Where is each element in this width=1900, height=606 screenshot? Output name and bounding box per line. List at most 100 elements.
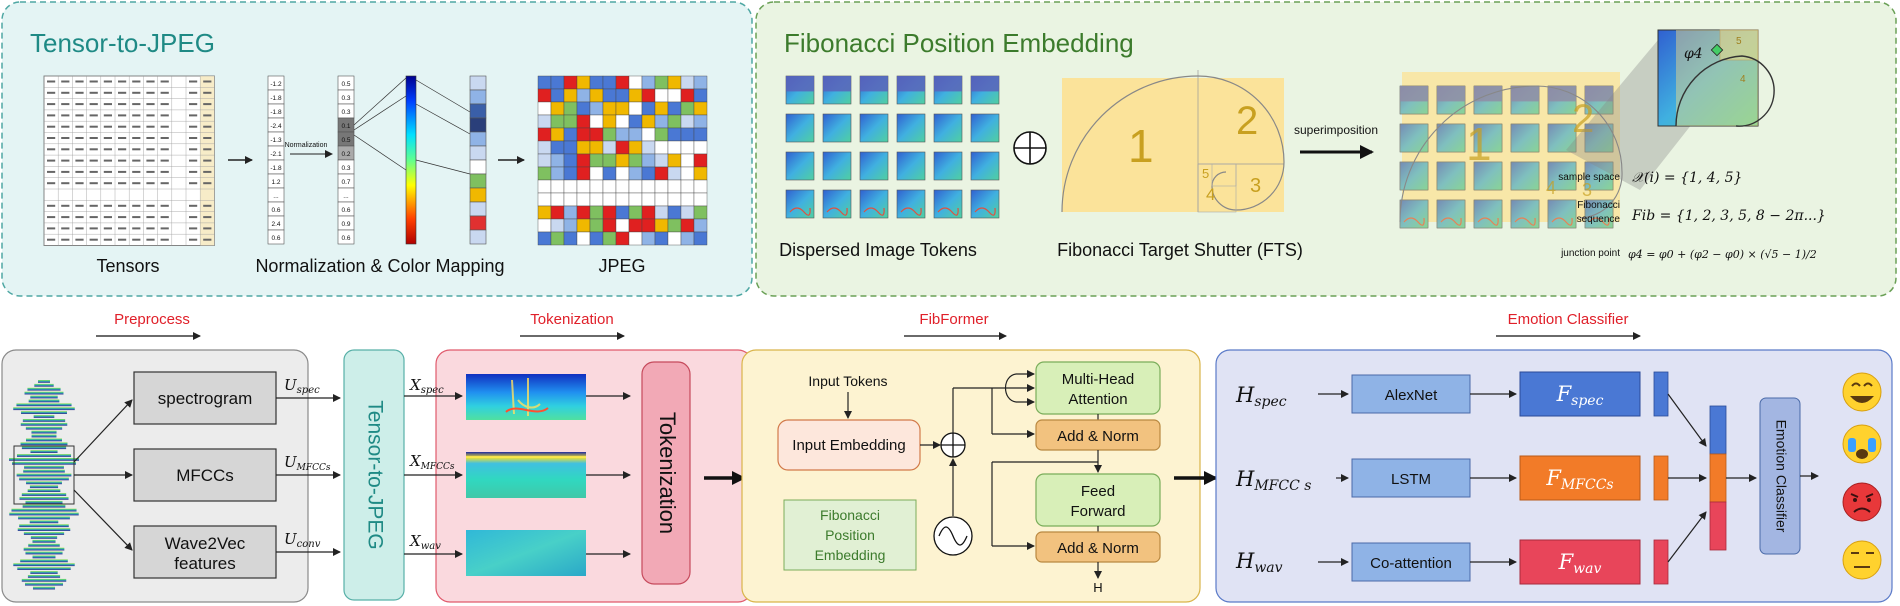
jpeg-cell (602, 179, 617, 194)
jpeg-cell (667, 166, 682, 181)
mapping-line (415, 79, 471, 113)
f-mfcc-label: FMFCCs (1545, 466, 1613, 493)
waveform-bar (11, 508, 77, 512)
tensor-cell-mark (47, 159, 56, 162)
tensor-cell-mark (203, 216, 212, 219)
jpeg-cell (602, 127, 617, 142)
tensor-cell-mark (103, 182, 112, 185)
superimposed-token-tile-tint (1585, 200, 1613, 228)
tokenization-box-label: Tokenization (655, 412, 680, 534)
tensor-cell-mark (103, 227, 112, 230)
superimposed-token-tile (1584, 123, 1614, 153)
waveform-bar (13, 407, 75, 411)
superimposed-token-tile (1473, 161, 1503, 191)
tensor-cell-mark (61, 170, 70, 173)
tensor-cell-mark (132, 148, 141, 151)
jpeg-cell (576, 140, 591, 155)
tensor-cell-mark (118, 182, 127, 185)
tensor-cell-mark (146, 114, 155, 117)
jpeg-cell (693, 75, 708, 90)
section-headers: Preprocess Tokenization FibFormer Emotio… (96, 311, 1641, 340)
waveform-bar (21, 411, 67, 414)
jpeg-cell (654, 179, 669, 194)
tensor-cell-mark (160, 204, 169, 207)
jpeg-cell (641, 218, 656, 233)
waveform-bar (29, 520, 59, 524)
tensor-cell-mark (189, 148, 198, 151)
mapped-color-cell (469, 201, 487, 217)
jpeg-cell (576, 218, 591, 233)
waveform-bar (30, 536, 58, 539)
jpeg-cell (654, 140, 669, 155)
jpeg-cell (563, 140, 578, 155)
waveform-bar (23, 469, 65, 473)
jpeg-cell (628, 218, 643, 233)
norm-cell-text: -1.3 (270, 137, 282, 144)
jpeg-cell (680, 205, 695, 220)
superimposed-token-tile-tint (1400, 124, 1428, 152)
norm-cell-text: 0.6 (271, 207, 280, 214)
jpeg-cell (654, 205, 669, 220)
waveform-bar (32, 555, 56, 559)
tensor-cell-mark (160, 159, 169, 162)
tensor-cell-mark (89, 137, 98, 139)
jpeg-cell (563, 166, 578, 181)
tensor-cell-mark (146, 137, 155, 139)
mha-label-1: Multi-Head (1062, 371, 1135, 388)
waveform-bar (30, 395, 58, 399)
jpeg-cell (680, 114, 695, 129)
jpeg-cell (563, 205, 578, 220)
tensor-cell-mark (47, 204, 56, 207)
tensor-cell-mark (89, 170, 98, 173)
dispersed-token-tile-stroke (826, 207, 848, 216)
junction-eq: φ4 = φ0 + (φ2 − φ0) × (√5 − 1)/2 (1628, 248, 1817, 261)
tensor-cell-mark (61, 159, 70, 162)
spectrogram-label: spectrogram (158, 389, 252, 408)
jpeg-cell (589, 192, 604, 207)
tensor-cell-mark (75, 170, 84, 173)
tensor-cell-mark (89, 216, 98, 219)
tensor-cell-mark (189, 137, 198, 139)
tensor-cell-mark (103, 216, 112, 219)
wave2vec-box (133, 525, 277, 579)
jpeg-cell (628, 127, 643, 142)
zoom-digit-5: 5 (1736, 36, 1742, 47)
waveform-bar (28, 543, 60, 547)
tensor-cell-mark (146, 170, 155, 173)
f-wav-label: Fwav (1558, 550, 1602, 577)
superimposed-token-tile (1510, 123, 1540, 153)
value-cell-text: 0.5 (341, 81, 350, 88)
concat-vector (1709, 405, 1727, 551)
ff-label-1: Feed (1081, 483, 1115, 500)
superimposed-token-tile-top (1511, 86, 1539, 102)
waveform-bar (24, 465, 64, 469)
mapped-color-cell (469, 103, 487, 119)
jpeg-cell (641, 166, 656, 181)
tensor-cell-mark (132, 114, 141, 117)
tensor-cell-mark (103, 148, 112, 151)
jpeg-cell (693, 205, 708, 220)
fts-number-3: 3 (1250, 175, 1261, 197)
jpeg-cell (576, 127, 591, 142)
jpeg-cell (589, 166, 604, 181)
tensor-cell-mark (47, 80, 56, 83)
tensor-cell-mark (75, 114, 84, 117)
waveform-bar (25, 426, 63, 430)
jpeg-cell (641, 127, 656, 142)
tensor-cell-mark (75, 159, 84, 162)
tensor-cell-mark (61, 125, 70, 128)
jpeg-cell (693, 218, 708, 233)
jpeg-cell (654, 192, 669, 207)
jpeg-cell (537, 75, 552, 90)
jpeg-cell (550, 192, 565, 207)
superimposed-token-tile-tint (1400, 162, 1428, 190)
tensor-cell-mark (189, 91, 198, 94)
tensor-cell-mark (132, 170, 141, 173)
emotion-panel: Hspec HMFCC s Hwav AlexNet LSTM Co-atten… (1215, 349, 1893, 603)
mapped-color-cell (469, 159, 487, 175)
jpeg-cell (628, 75, 643, 90)
tensor-cell-mark (89, 125, 98, 128)
jpeg-cell (537, 88, 552, 103)
jpeg-cell (693, 231, 708, 246)
jpeg-cell (628, 179, 643, 194)
